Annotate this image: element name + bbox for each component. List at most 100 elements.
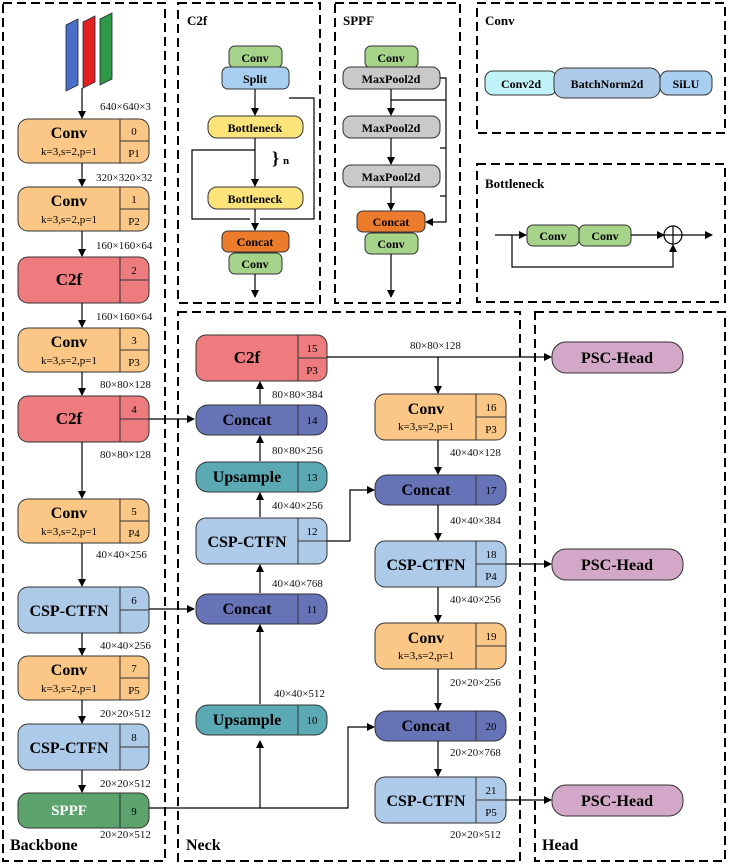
svg-text:Upsample: Upsample: [213, 469, 281, 486]
svg-text:18: 18: [486, 549, 498, 561]
neck-csp-ctfn-12: CSP-CTFN 12: [195, 517, 328, 565]
backbone-frame: [2, 2, 166, 862]
svg-text:40×40×256: 40×40×256: [96, 549, 147, 561]
svg-text:40×40×256: 40×40×256: [450, 594, 501, 606]
svg-text:C2f: C2f: [56, 270, 83, 289]
head-title: Head: [542, 837, 579, 854]
svg-text:40×40×256: 40×40×256: [100, 640, 151, 652]
backbone-csp-ctfn-8: CSP-CTFN 8: [17, 723, 150, 771]
c2f-detail-title: C2f: [187, 13, 208, 28]
svg-text:21: 21: [486, 785, 497, 797]
psc-head-p3: PSC-Head: [551, 341, 684, 374]
svg-text:2: 2: [131, 265, 137, 277]
backbone-conv-1: Conv k=3,s=2,p=1 1 P2: [17, 186, 150, 232]
svg-text:Conv: Conv: [539, 229, 566, 243]
bottleneck-detail-title: Bottleneck: [485, 176, 545, 191]
neck-concat-17: Concat 17: [374, 474, 507, 506]
svg-text:14: 14: [307, 415, 319, 427]
backbone-title: Backbone: [10, 837, 78, 854]
svg-text:k=3,s=2,p=1: k=3,s=2,p=1: [398, 421, 454, 433]
svg-text:Concat: Concat: [373, 215, 410, 229]
svg-text:80×80×256: 80×80×256: [272, 445, 323, 457]
svg-text:11: 11: [307, 604, 318, 616]
svg-text:CSP-CTFN: CSP-CTFN: [207, 534, 287, 551]
backbone-conv-7: Conv k=3,s=2,p=1 7 P5: [17, 655, 150, 701]
svg-text:Conv: Conv: [241, 257, 268, 271]
psc-head-p5: PSC-Head: [551, 784, 684, 817]
input-image-icon: [65, 12, 113, 92]
svg-text:}: }: [272, 148, 279, 168]
svg-text:Conv: Conv: [591, 229, 618, 243]
backbone-sppf-9: SPPF 9: [17, 792, 150, 829]
svg-text:PSC-Head: PSC-Head: [581, 793, 653, 810]
svg-text:160×160×64: 160×160×64: [96, 240, 153, 252]
svg-text:CSP-CTFN: CSP-CTFN: [29, 603, 109, 620]
conv-detail: Conv2d BatchNorm2d SiLU: [484, 67, 713, 99]
svg-text:Concat: Concat: [223, 601, 273, 618]
svg-text:40×40×768: 40×40×768: [272, 578, 323, 590]
svg-text:80×80×128: 80×80×128: [100, 379, 151, 391]
svg-text:Concat: Concat: [402, 482, 452, 499]
svg-text:40×40×256: 40×40×256: [272, 500, 323, 512]
svg-text:P3: P3: [306, 365, 318, 377]
sppf-frame: [334, 2, 461, 304]
svg-text:16: 16: [486, 402, 498, 414]
svg-text:20×20×512: 20×20×512: [100, 708, 151, 720]
psc-head-p4: PSC-Head: [551, 548, 684, 581]
svg-text:4: 4: [131, 404, 137, 416]
bottleneck-detail: Conv Conv: [495, 224, 713, 268]
svg-text:0: 0: [131, 126, 137, 138]
svg-text:Conv: Conv: [408, 401, 444, 418]
head-frame: [534, 311, 726, 862]
svg-text:n: n: [283, 155, 289, 167]
svg-text:PSC-Head: PSC-Head: [581, 557, 653, 574]
neck-csp-ctfn-18: CSP-CTFN 18 P4: [374, 540, 507, 588]
svg-text:Concat: Concat: [402, 718, 452, 735]
svg-text:P2: P2: [128, 216, 140, 228]
svg-text:8: 8: [131, 732, 137, 744]
neck-upsample-10: Upsample 10: [195, 704, 328, 736]
svg-text:P3: P3: [128, 357, 140, 369]
svg-text:Concat: Concat: [237, 235, 274, 249]
neck-conv-16: Conv k=3,s=2,p=1 16 P3: [374, 393, 507, 441]
svg-text:Bottleneck: Bottleneck: [228, 121, 283, 135]
svg-text:PSC-Head: PSC-Head: [581, 350, 653, 367]
svg-text:Concat: Concat: [223, 412, 273, 429]
svg-text:80×80×384: 80×80×384: [272, 389, 323, 401]
backbone-conv-3: Conv k=3,s=2,p=1 3 P3: [17, 327, 150, 373]
svg-text:BatchNorm2d: BatchNorm2d: [571, 77, 644, 91]
neck-concat-11: Concat 11: [195, 593, 328, 625]
svg-text:20×20×512: 20×20×512: [450, 829, 501, 841]
svg-text:C2f: C2f: [56, 409, 83, 428]
svg-text:19: 19: [486, 631, 498, 643]
backbone-c2f-2: C2f 2: [17, 256, 150, 304]
svg-text:MaxPool2d: MaxPool2d: [362, 170, 421, 184]
svg-text:5: 5: [131, 506, 137, 518]
svg-text:Upsample: Upsample: [213, 712, 281, 729]
svg-text:10: 10: [307, 715, 319, 727]
conv-frame: [476, 2, 726, 134]
svg-text:20×20×256: 20×20×256: [450, 677, 501, 689]
svg-text:Bottleneck: Bottleneck: [228, 192, 283, 206]
svg-text:40×40×384: 40×40×384: [450, 515, 501, 527]
backbone-csp-ctfn-6: CSP-CTFN 6: [17, 586, 150, 634]
svg-text:40×40×512: 40×40×512: [274, 688, 325, 700]
neck-csp-ctfn-21: CSP-CTFN 21 P5: [374, 776, 507, 824]
neck-upsample-13: Upsample 13: [195, 461, 328, 493]
svg-text:3: 3: [131, 335, 137, 347]
svg-text:k=3,s=2,p=1: k=3,s=2,p=1: [398, 650, 454, 662]
c2f-frame: [177, 2, 321, 304]
svg-text:Conv: Conv: [51, 505, 87, 522]
svg-text:Conv: Conv: [408, 630, 444, 647]
input-dim: 640×640×3: [100, 101, 151, 113]
bottleneck-frame: [476, 163, 726, 303]
svg-text:k=3,s=2,p=1: k=3,s=2,p=1: [41, 683, 97, 695]
svg-text:Conv: Conv: [377, 237, 404, 251]
svg-text:MaxPool2d: MaxPool2d: [362, 121, 421, 135]
svg-text:80×80×128: 80×80×128: [410, 340, 461, 352]
c2f-detail: Conv Split Bottleneck } n Bottleneck Con…: [191, 45, 315, 298]
svg-text:k=3,s=2,p=1: k=3,s=2,p=1: [41, 214, 97, 226]
svg-text:17: 17: [486, 485, 498, 497]
neck-c2f-15: C2f 15 P3: [195, 334, 328, 382]
